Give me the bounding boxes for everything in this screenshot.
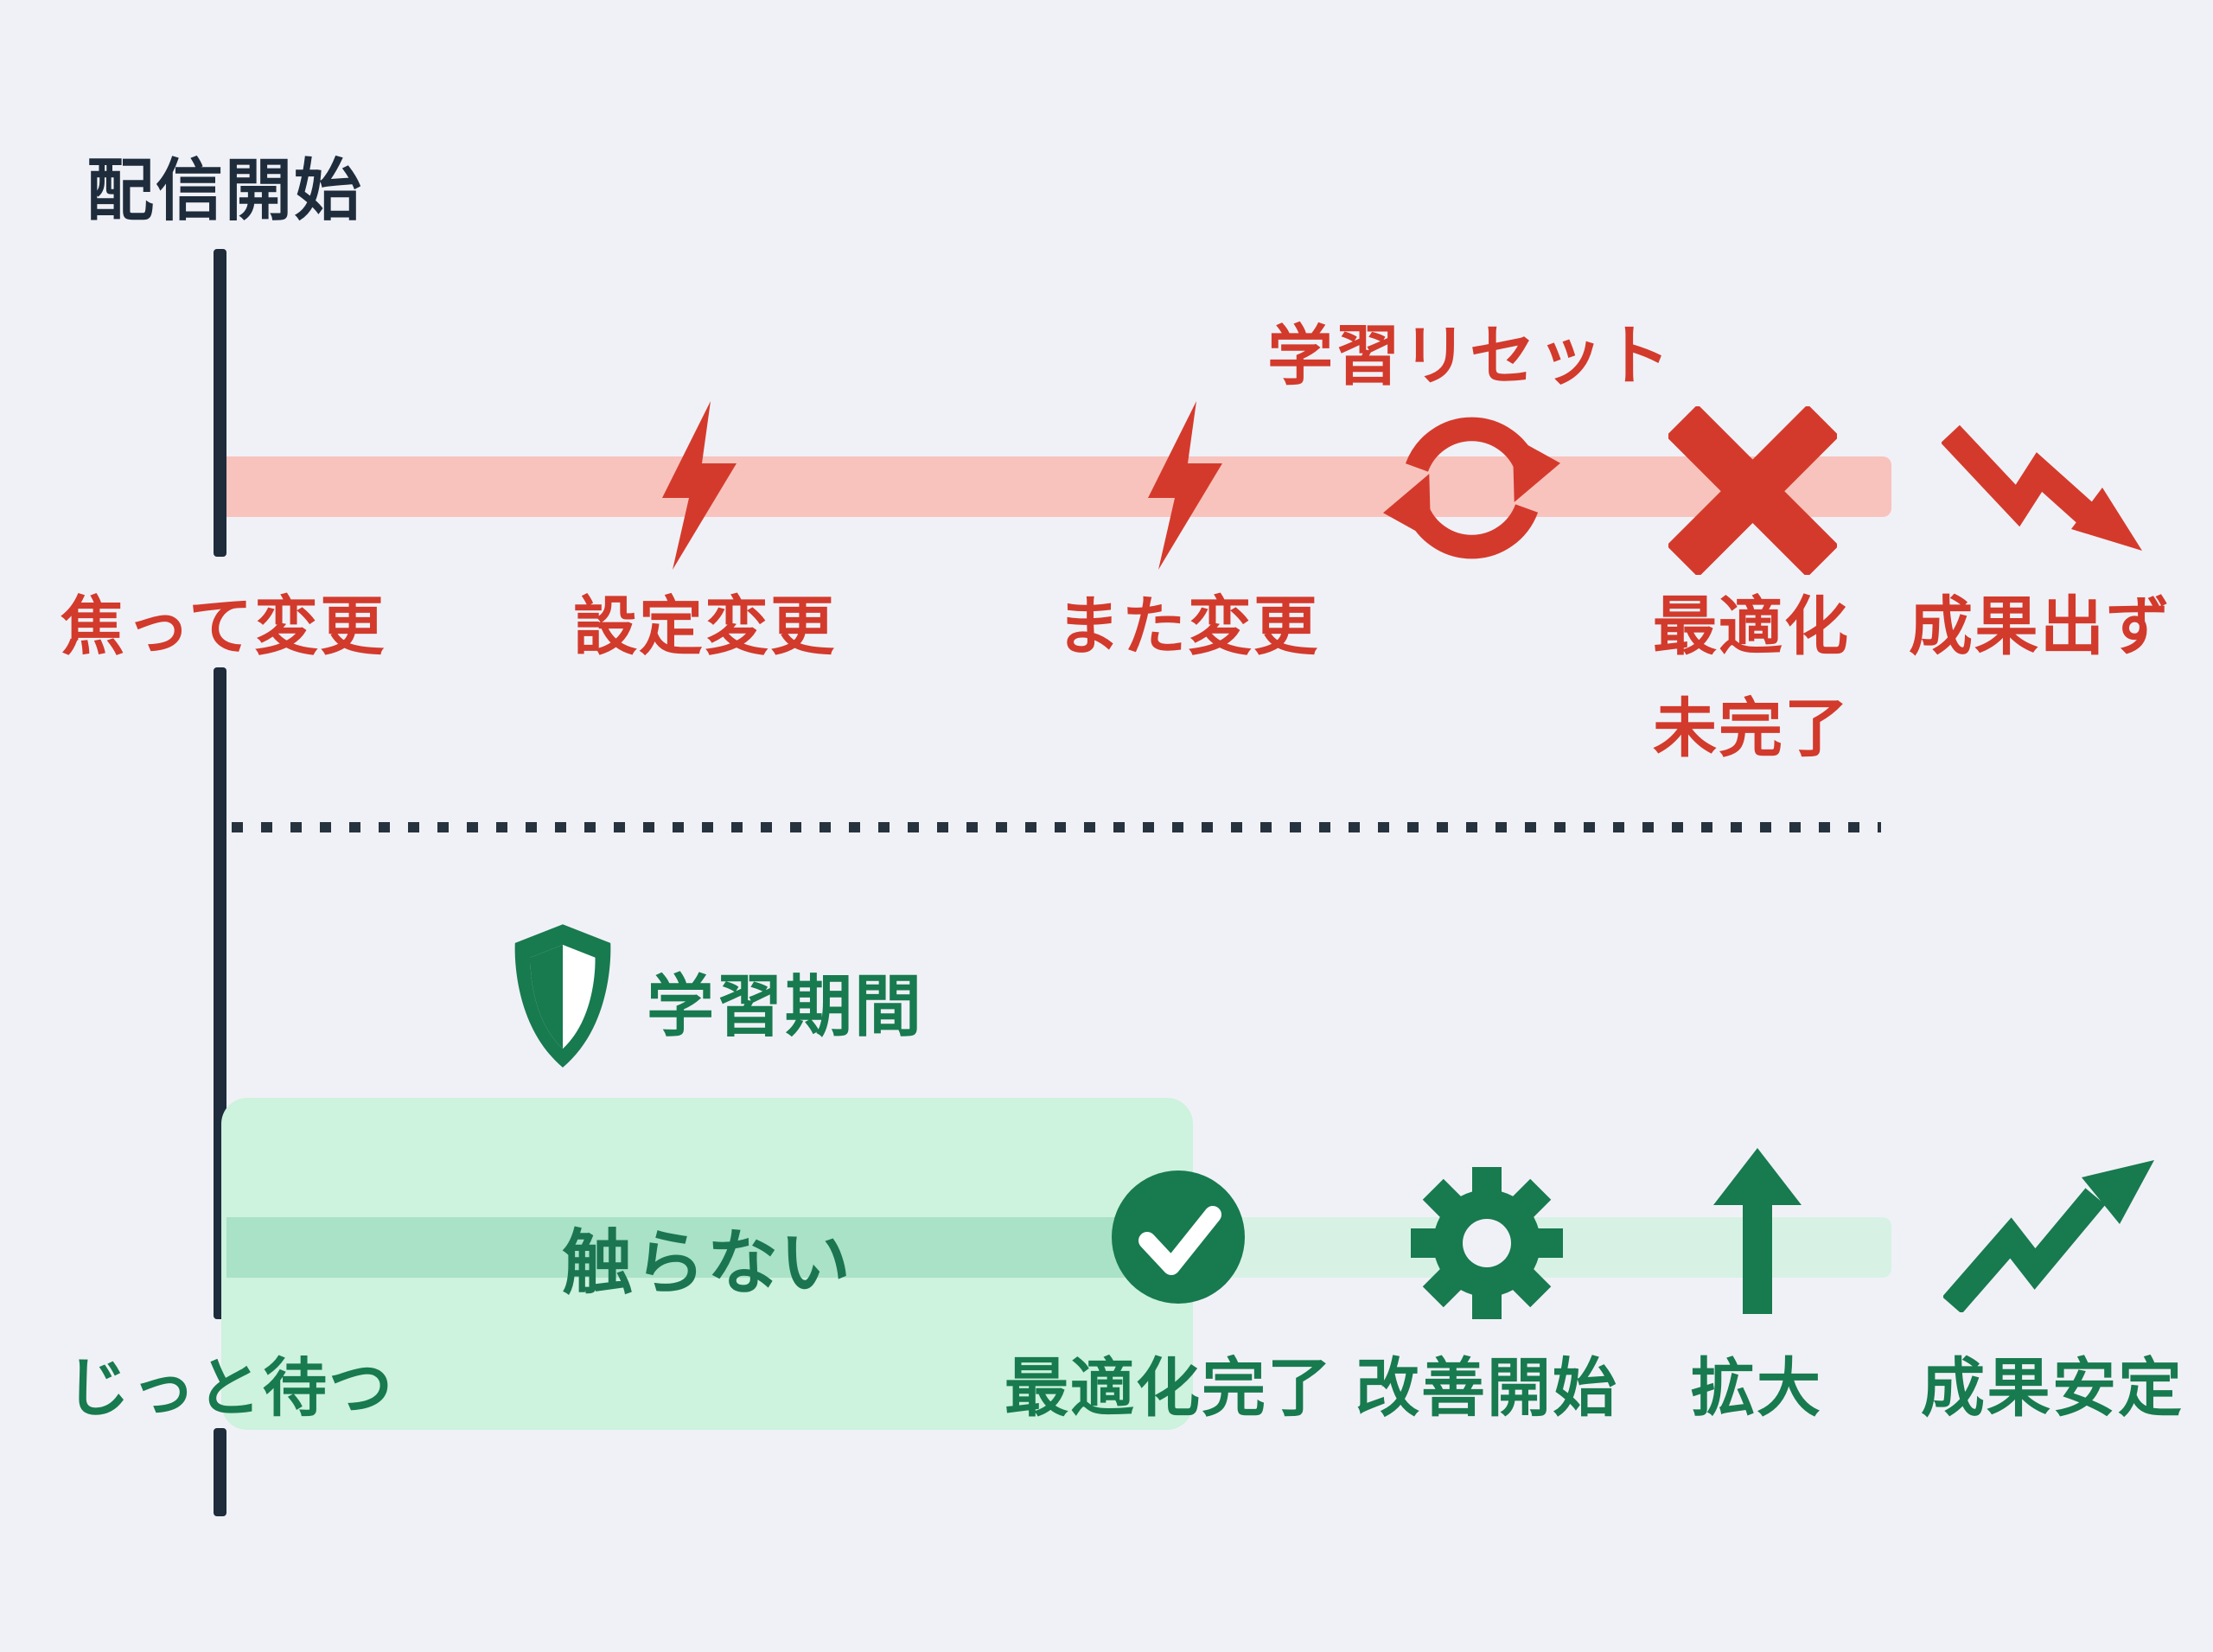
x-mark-icon	[1668, 406, 1837, 575]
timeline-spine-bottom	[214, 1428, 226, 1516]
learning-period-label: 学習期間	[647, 968, 924, 1044]
milestone-label: 設定変更	[573, 590, 836, 662]
dont-touch-label: 触らない	[561, 1224, 853, 1303]
page-title: 配信開始	[86, 152, 364, 228]
milestone-label: 最適化完了	[1004, 1352, 1333, 1424]
reset-icon	[1383, 417, 1560, 559]
dotted-divider-line	[232, 822, 1881, 832]
milestone-label: 拡大	[1691, 1352, 1822, 1424]
milestone-label: 改善開始	[1355, 1352, 1618, 1424]
milestone-label-line2: 未完了	[1653, 692, 1850, 765]
timeline-spine-top	[214, 249, 226, 557]
gear-icon	[1411, 1167, 1563, 1319]
check-circle-icon	[1112, 1170, 1245, 1304]
red-timeline-band	[226, 456, 1891, 517]
lightning-icon	[1148, 401, 1222, 570]
shield-icon	[514, 924, 611, 1068]
trend-up-icon	[1943, 1160, 2154, 1312]
arrow-up-icon	[1713, 1148, 1802, 1314]
green-band-overlap	[226, 1217, 1193, 1278]
reset-annotation-label: 学習リセット	[1267, 320, 1672, 393]
lightning-icon	[662, 401, 737, 570]
milestone-label-line1: 最適化	[1653, 590, 1850, 662]
milestone-label: じっと待つ	[66, 1352, 394, 1424]
milestone-label: 焦って変更	[60, 590, 386, 662]
milestone-label: 最適化 未完了	[1653, 576, 1850, 781]
milestone-label: 成果出ず	[1909, 590, 2172, 662]
milestone-label: また変更	[1056, 590, 1319, 662]
trend-down-icon	[1942, 424, 2142, 551]
milestone-label: 成果安定	[1921, 1352, 2184, 1424]
